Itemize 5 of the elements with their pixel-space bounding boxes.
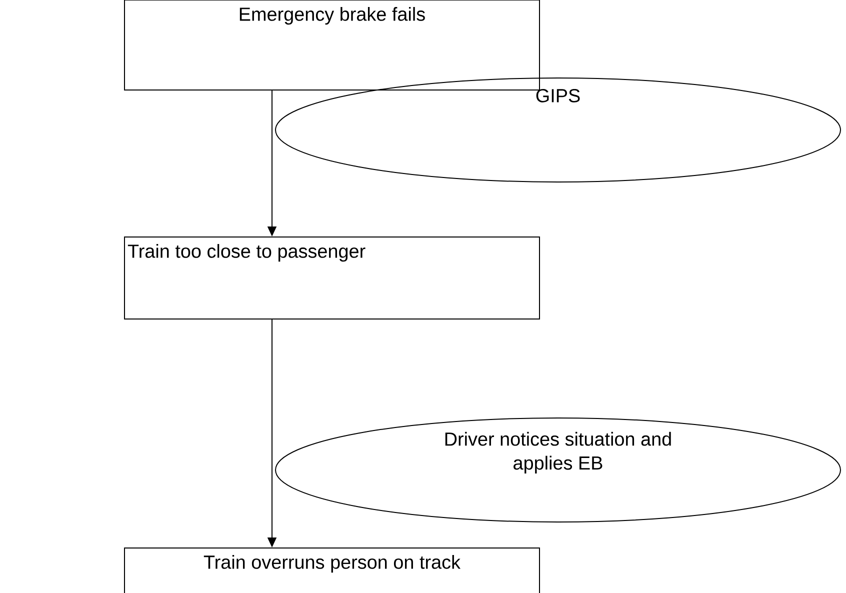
process-box: Train overruns person on track [124,547,540,593]
ellipse-node: GIPS [275,78,841,182]
ellipse-node: Driver notices situation and applies EB [275,417,841,522]
process-box: Emergency brake fails [124,0,540,90]
process-box: Train too close to passenger [124,236,540,320]
